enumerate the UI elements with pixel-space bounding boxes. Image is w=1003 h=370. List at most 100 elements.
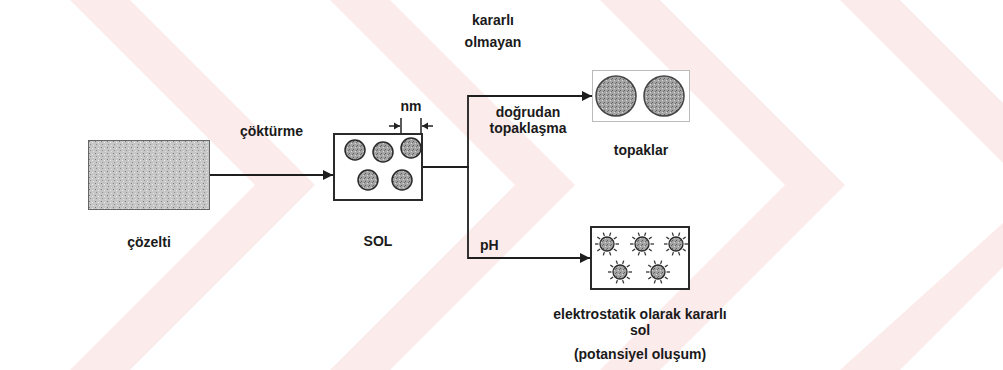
node-label: çözelti xyxy=(69,234,229,250)
charge-mark xyxy=(614,249,617,251)
charge-mark xyxy=(649,237,652,239)
node-illustration xyxy=(88,140,210,210)
charge-mark xyxy=(603,252,604,255)
charge-mark xyxy=(595,243,599,244)
charge-mark xyxy=(630,243,634,244)
dimension-label: nm xyxy=(391,98,431,114)
charge-mark xyxy=(614,237,617,239)
charge-mark xyxy=(683,237,686,239)
charge-mark xyxy=(610,277,613,279)
edge-label: pH xyxy=(480,237,499,253)
node-label: elektrostatik olarak kararlı sol xyxy=(550,306,730,338)
charge-mark xyxy=(632,249,635,251)
watermark-chevron xyxy=(330,0,575,370)
particle xyxy=(358,170,378,190)
charge-mark xyxy=(646,271,650,272)
charge-mark xyxy=(597,249,600,251)
charge-mark xyxy=(610,265,613,267)
charge-mark xyxy=(645,233,646,236)
charge-mark xyxy=(666,237,669,239)
charged-particle xyxy=(664,233,688,256)
charge-mark xyxy=(672,252,673,255)
edge-label: çöktürme xyxy=(240,123,303,139)
watermark-chevron xyxy=(70,0,315,370)
charge-mark xyxy=(638,252,639,255)
charge-mark xyxy=(616,261,617,264)
charge-mark xyxy=(672,233,673,236)
charge-mark xyxy=(610,252,611,255)
branch-note: kararlı olmayan xyxy=(453,10,533,53)
node-label: SOL xyxy=(318,233,438,249)
sol-box: SOL xyxy=(333,133,423,249)
charge-mark xyxy=(664,243,668,244)
aggregate xyxy=(596,76,636,116)
charge-mark xyxy=(685,243,689,244)
particle xyxy=(401,138,421,158)
charged-particle xyxy=(646,261,670,284)
charged-particle xyxy=(595,233,619,256)
charged-particle xyxy=(630,233,654,256)
aggregate xyxy=(644,76,684,116)
charge-mark xyxy=(665,277,668,279)
particle xyxy=(345,140,365,160)
flow-arrow xyxy=(210,174,333,176)
charge-mark xyxy=(616,243,620,244)
charge-mark xyxy=(627,277,630,279)
watermark-chevron xyxy=(840,0,1003,370)
charge-mark xyxy=(603,233,604,236)
charge-mark xyxy=(665,265,668,267)
charge-mark xyxy=(683,249,686,251)
particle xyxy=(669,237,683,251)
stable-sol-box: elektrostatik olarak kararlı sol(potansi… xyxy=(590,226,690,362)
flow-arrow xyxy=(423,96,592,167)
particle xyxy=(600,237,614,251)
charge-mark xyxy=(679,233,680,236)
charge-mark xyxy=(616,280,617,283)
charge-mark xyxy=(597,237,600,239)
particle xyxy=(373,142,393,162)
particle xyxy=(392,170,412,190)
node-illustration xyxy=(592,70,690,122)
aggregate-frame xyxy=(593,71,690,122)
flow-arrow xyxy=(423,167,590,258)
node-label: (potansiyel oluşum) xyxy=(550,346,730,362)
charge-mark xyxy=(632,237,635,239)
edge-label: doğrudan topaklaşma xyxy=(478,104,578,136)
charge-mark xyxy=(627,265,630,267)
charge-mark xyxy=(666,249,669,251)
charge-mark xyxy=(610,233,611,236)
solution-texture xyxy=(89,141,210,210)
particle xyxy=(651,265,665,279)
charge-mark xyxy=(661,261,662,264)
charge-mark xyxy=(661,280,662,283)
charge-mark xyxy=(648,277,651,279)
charge-mark xyxy=(648,265,651,267)
node-label: topaklar xyxy=(571,142,711,158)
node-shape xyxy=(88,140,210,210)
charge-mark xyxy=(623,280,624,283)
charge-mark xyxy=(645,252,646,255)
charge-mark xyxy=(649,249,652,251)
charge-mark xyxy=(623,261,624,264)
node-shape xyxy=(592,70,690,122)
sol-frame xyxy=(334,134,422,200)
charge-mark xyxy=(679,252,680,255)
charge-mark xyxy=(654,280,655,283)
charge-mark xyxy=(654,261,655,264)
particle xyxy=(613,265,627,279)
node-illustration xyxy=(333,133,423,201)
stable-sol-frame xyxy=(591,227,689,289)
node-shape xyxy=(590,226,690,290)
charged-particle xyxy=(608,261,632,284)
node-shape xyxy=(333,133,423,201)
charge-mark xyxy=(638,233,639,236)
charge-mark xyxy=(629,271,633,272)
charge-mark xyxy=(608,271,612,272)
charge-mark xyxy=(667,271,671,272)
aggregate-box: topaklar xyxy=(592,70,690,158)
dimension-arrowhead xyxy=(394,123,400,130)
solution-box: çözelti xyxy=(88,140,210,250)
charge-mark xyxy=(651,243,655,244)
particle xyxy=(635,237,649,251)
